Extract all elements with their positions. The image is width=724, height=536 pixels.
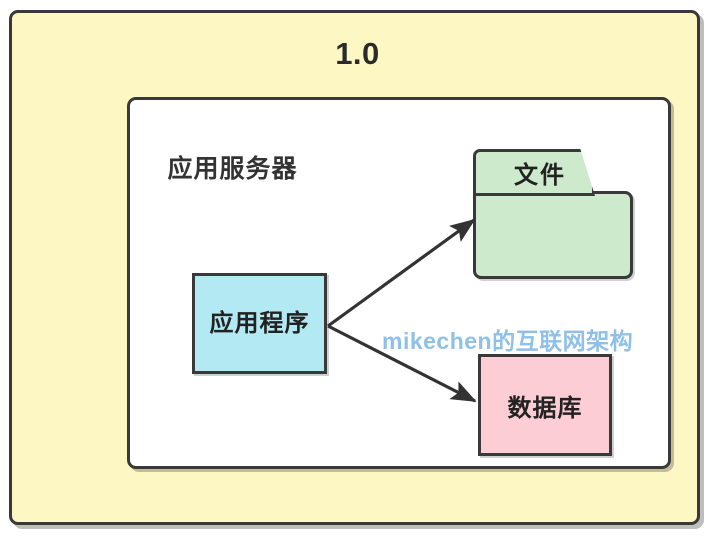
node-database[interactable]: 数据库 [478, 354, 612, 456]
node-application-label: 应用程序 [209, 309, 310, 337]
outer-container: 1.0 应用服务器 文件 应用程序 数据库 [9, 10, 700, 525]
application-server-label: 应用服务器 [167, 155, 298, 183]
node-file-store[interactable]: 文件 [473, 149, 633, 279]
page-title: 1.0 [335, 36, 380, 71]
node-database-label: 数据库 [507, 394, 583, 422]
edge-application-to-file-store [327, 218, 476, 328]
folder-body-icon [473, 191, 633, 279]
folder-tab-icon: 文件 [473, 149, 595, 196]
application-server-container: 应用服务器 文件 应用程序 数据库 [127, 97, 671, 469]
node-application[interactable]: 应用程序 [192, 273, 327, 374]
watermark-text: mikechen的互联网架构 [382, 328, 634, 354]
node-file-store-label: 文件 [514, 162, 566, 189]
